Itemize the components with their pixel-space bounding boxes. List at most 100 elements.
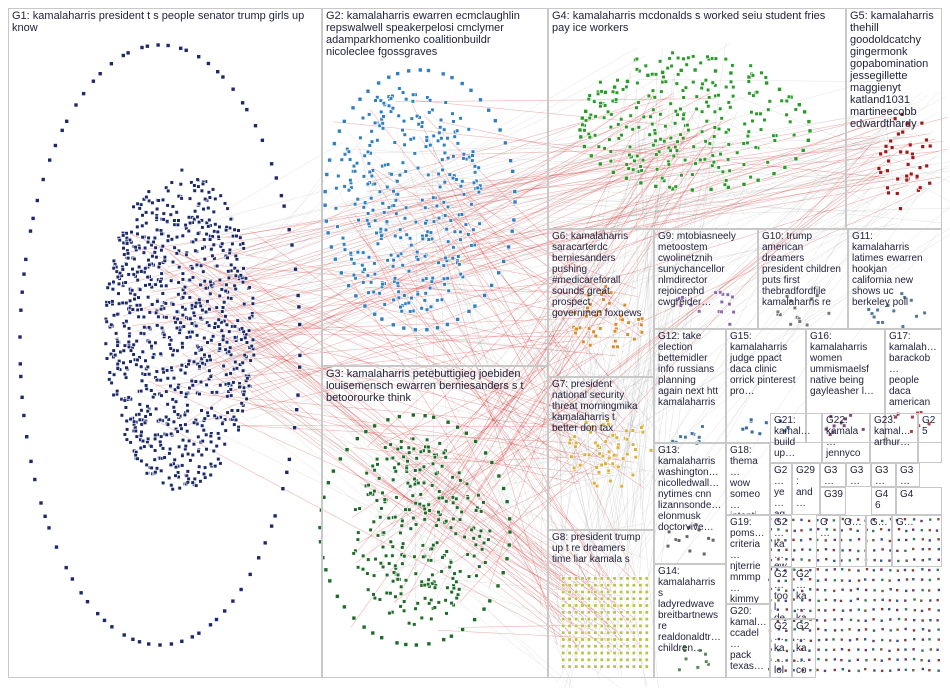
node: [414, 456, 419, 461]
edge: [184, 223, 898, 357]
node: [481, 606, 487, 612]
node: [174, 325, 180, 331]
node: [911, 568, 915, 573]
edge: [234, 247, 638, 429]
node: [816, 608, 821, 612]
node: [216, 456, 221, 462]
node: [436, 517, 441, 522]
edge: [547, 302, 607, 637]
node: [507, 529, 513, 535]
node: [436, 495, 442, 501]
node: [426, 577, 431, 582]
node: [200, 225, 205, 230]
node: [374, 498, 380, 503]
node: [297, 364, 302, 370]
node: [435, 138, 441, 143]
node: [840, 628, 844, 632]
edge: [254, 148, 947, 331]
group-label: G3… 2…: [824, 465, 838, 487]
node: [405, 480, 411, 486]
node: [238, 273, 243, 278]
node: [652, 95, 657, 100]
edge: [563, 189, 749, 287]
edge: [436, 507, 478, 599]
edge: [395, 98, 716, 103]
node: [226, 381, 231, 386]
node: [190, 275, 196, 280]
node: [408, 526, 413, 531]
node: [463, 222, 469, 227]
node: [204, 432, 209, 437]
node: [356, 218, 361, 223]
node: [187, 358, 192, 364]
node: [384, 219, 390, 224]
edge: [209, 380, 585, 588]
node: [139, 364, 144, 369]
node: [430, 461, 436, 466]
group-panel-g2: G2: kamalaharris ewarren ecmclaughlin re…: [322, 8, 548, 366]
node: [489, 283, 494, 288]
node: [416, 122, 421, 127]
edge: [641, 106, 664, 192]
node: [147, 310, 152, 315]
edge: [246, 119, 687, 323]
node: [220, 309, 225, 314]
node: [207, 354, 212, 359]
node: [144, 195, 149, 200]
node: [404, 465, 409, 471]
node: [124, 262, 129, 267]
node: [443, 100, 448, 105]
node: [452, 571, 457, 576]
node: [199, 347, 204, 352]
edge: [244, 333, 633, 338]
edge: [561, 490, 602, 583]
edge: [137, 246, 618, 460]
node: [351, 551, 356, 556]
node: [341, 119, 347, 124]
node: [379, 635, 385, 641]
node: [187, 295, 192, 300]
group-panel-g34: G2… ka… co…: [792, 619, 816, 678]
edge: [232, 142, 734, 360]
node: [577, 127, 583, 133]
node: [472, 303, 478, 309]
node: [841, 608, 845, 613]
edge: [198, 122, 874, 371]
edge: [222, 289, 636, 669]
edge: [140, 177, 393, 347]
node: [458, 237, 463, 242]
node: [372, 120, 378, 125]
node: [469, 243, 474, 248]
edge: [166, 249, 597, 630]
node: [824, 577, 828, 582]
node: [398, 251, 404, 256]
node: [133, 428, 138, 434]
edge: [178, 252, 581, 440]
group-label: G20: kamal… ccadel… pack texas…: [730, 606, 767, 672]
group-panel-g11: G11: kamalaharris latimes ewarren hookja…: [848, 229, 942, 329]
node: [260, 138, 265, 143]
edge: [228, 320, 656, 451]
node: [461, 152, 467, 157]
edge: [246, 139, 691, 256]
edge: [401, 205, 896, 544]
node: [612, 84, 617, 90]
node: [678, 68, 684, 73]
node: [454, 595, 459, 601]
node: [390, 579, 396, 584]
node: [140, 213, 145, 218]
node: [903, 638, 908, 642]
node: [371, 519, 376, 524]
node: [377, 476, 382, 481]
node: [229, 408, 235, 413]
node: [888, 617, 893, 622]
node: [411, 92, 416, 97]
node: [190, 480, 195, 485]
edge: [353, 227, 570, 351]
node: [863, 598, 868, 603]
node: [168, 383, 173, 389]
node: [443, 598, 448, 603]
node: [478, 97, 483, 103]
node: [181, 324, 186, 329]
node: [477, 534, 482, 539]
